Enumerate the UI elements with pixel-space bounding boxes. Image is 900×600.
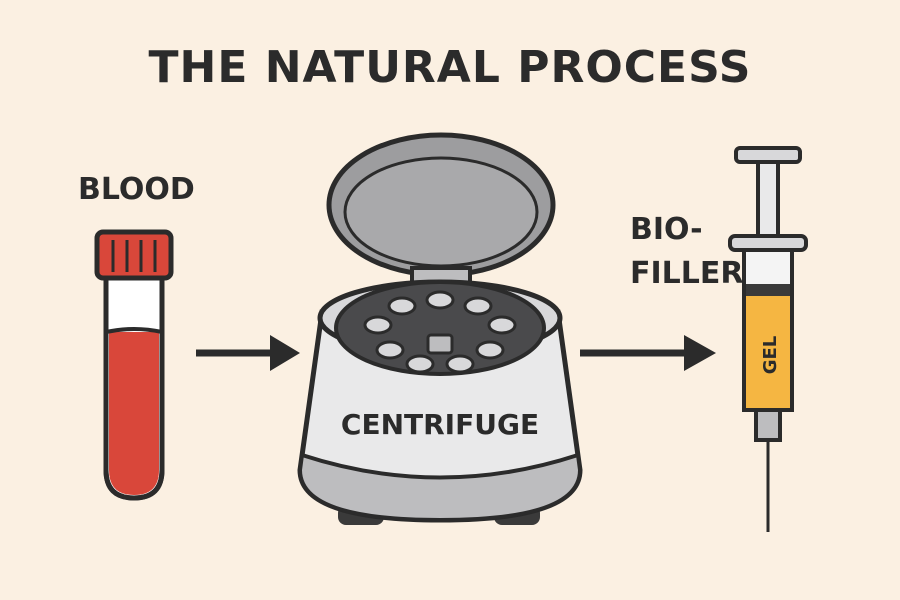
arrow-right-icon [580,335,716,371]
blood-tube-icon [94,229,174,501]
biofiller-label: BIO- FILLER [630,208,743,296]
centrifuge-label: CENTRIFUGE [340,408,540,441]
syringe-icon: GEL [728,146,808,532]
biofiller-label-line2: FILLER [630,256,744,291]
centrifuge-icon [297,132,583,525]
page-title: THE NATURAL PROCESS [148,42,752,93]
blood-label: BLOOD [78,172,195,207]
arrow-right-icon [196,335,300,371]
gel-label: GEL [760,336,781,375]
biofiller-label-line1: BIO- [630,212,703,247]
